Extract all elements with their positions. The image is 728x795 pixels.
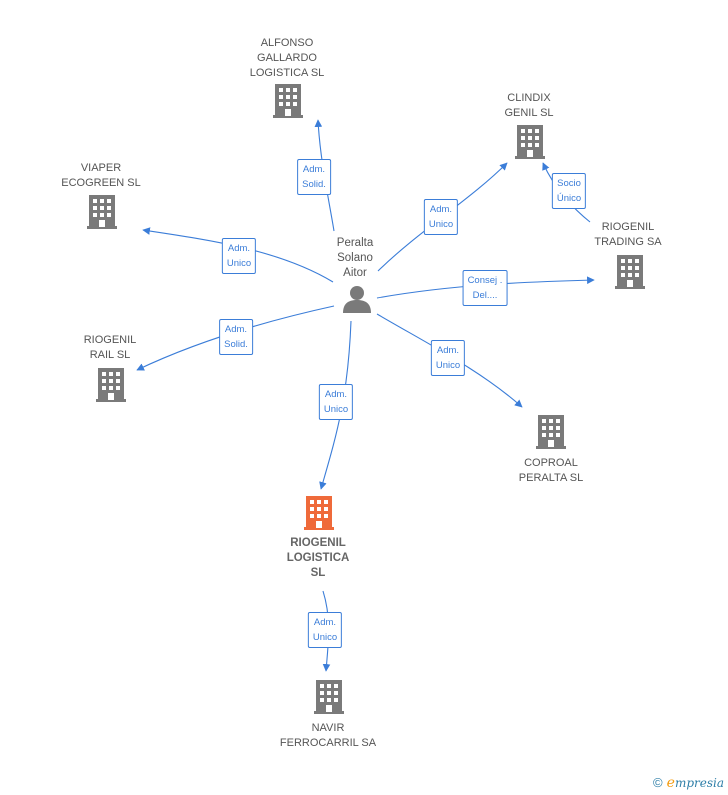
brand-initial: e xyxy=(666,775,675,791)
company-label-alfonso[interactable]: ALFONSO GALLARDO LOGISTICA SL xyxy=(249,37,325,79)
edge-label-clindix[interactable]: Socio Único xyxy=(551,173,587,209)
building-icon-clindix[interactable] xyxy=(515,125,545,159)
edge-label-viaper[interactable]: Adm. Unico xyxy=(221,238,257,274)
edge-label-riogenil-logistica[interactable]: Adm. Unico xyxy=(318,384,354,420)
company-label-coproal[interactable]: COPROAL PERALTA SL xyxy=(518,457,584,484)
person-name[interactable]: Peralta Solano Aitor xyxy=(336,237,374,279)
edge-label-clindix[interactable]: Adm. Unico xyxy=(423,199,459,235)
copyright-icon: © xyxy=(653,775,663,790)
edge-label-coproal[interactable]: Adm. Unico xyxy=(430,340,466,376)
person-icon[interactable] xyxy=(343,286,371,313)
edge-label-riogenil-trading[interactable]: Consej . Del.... xyxy=(462,270,508,306)
building-icon-riogenil-logistica[interactable] xyxy=(304,496,334,530)
building-icon-alfonso[interactable] xyxy=(273,84,303,118)
edge-label-alfonso[interactable]: Adm. Solid. xyxy=(297,159,331,195)
company-label-riogenil-logistica[interactable]: RIOGENIL LOGISTICA SL xyxy=(286,537,350,579)
building-icon-navir[interactable] xyxy=(314,680,344,714)
brand-name: mpresia xyxy=(674,776,724,790)
building-icon-coproal[interactable] xyxy=(536,415,566,449)
building-icon-viaper[interactable] xyxy=(87,195,117,229)
icons-layer xyxy=(87,84,645,714)
building-icon-riogenil-trading[interactable] xyxy=(615,255,645,289)
building-icon-riogenil-rail[interactable] xyxy=(96,368,126,402)
edges-layer xyxy=(136,119,595,672)
company-label-riogenil-trading[interactable]: RIOGENIL TRADING SA xyxy=(594,221,662,248)
edge-label-riogenil-rail[interactable]: Adm. Solid. xyxy=(219,319,253,355)
footer-brand: ©empresia xyxy=(653,775,724,791)
company-label-viaper[interactable]: VIAPER ECOGREEN SL xyxy=(61,162,141,189)
edge-label-navir[interactable]: Adm. Unico xyxy=(307,612,343,648)
company-label-riogenil-rail[interactable]: RIOGENIL RAIL SL xyxy=(83,334,137,361)
company-label-clindix[interactable]: CLINDIX GENIL SL xyxy=(504,92,554,119)
company-label-navir[interactable]: NAVIR FERROCARRIL SA xyxy=(279,722,377,749)
